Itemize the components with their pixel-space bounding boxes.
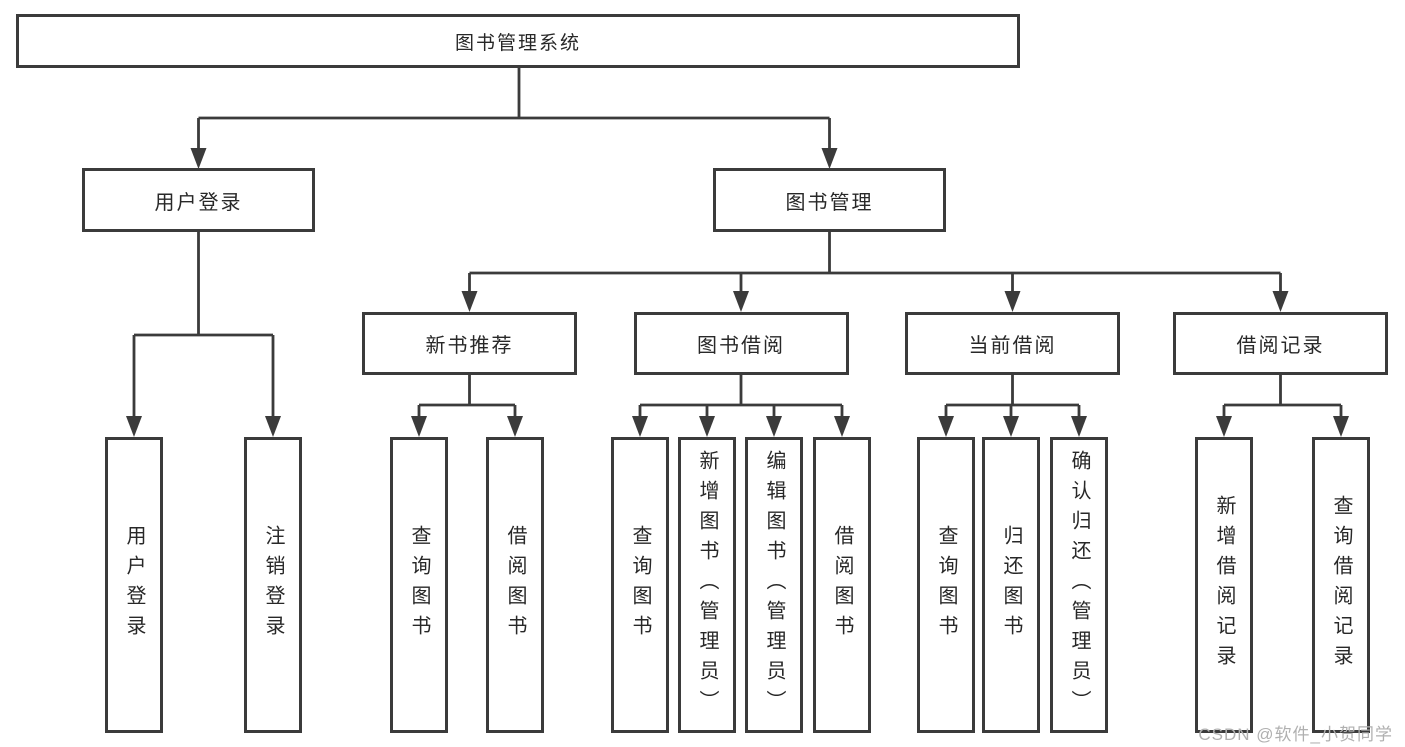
node-new-book-recommend: 新书推荐 xyxy=(362,312,577,375)
node-label: 查询借阅记录 xyxy=(1330,495,1352,675)
node-current-borrowing: 当前借阅 xyxy=(905,312,1120,375)
node-label: 图书管理 xyxy=(785,191,874,214)
leaf-borrow-books-borrowing: 借阅图书 xyxy=(813,437,871,733)
node-label: 归还图书 xyxy=(1000,525,1022,645)
leaf-query-books-recommend: 查询图书 xyxy=(390,437,448,733)
leaf-return-books: 归还图书 xyxy=(982,437,1040,733)
leaf-add-borrow-record: 新增借阅记录 xyxy=(1195,437,1253,733)
node-user-login: 用户登录 xyxy=(82,168,315,232)
leaf-query-borrow-record: 查询借阅记录 xyxy=(1312,437,1370,733)
node-label: 借阅图书 xyxy=(504,525,526,645)
node-label: 借阅记录 xyxy=(1236,335,1325,357)
leaf-confirm-return-admin: 确认归还（管理员） xyxy=(1050,437,1108,733)
leaf-edit-book-admin: 编辑图书（管理员） xyxy=(745,437,803,733)
node-label: 图书管理系统 xyxy=(454,32,581,54)
node-label: 借阅图书 xyxy=(831,525,853,645)
node-borrow-records: 借阅记录 xyxy=(1173,312,1388,375)
node-label: 确认归还（管理员） xyxy=(1068,450,1090,720)
node-label: 编辑图书（管理员） xyxy=(763,450,785,720)
leaf-query-books-current: 查询图书 xyxy=(917,437,975,733)
node-book-management: 图书管理 xyxy=(713,168,946,232)
leaf-logout: 注销登录 xyxy=(244,437,302,733)
node-label: 注销登录 xyxy=(262,525,284,645)
leaf-borrow-books-recommend: 借阅图书 xyxy=(486,437,544,733)
leaf-query-books-borrowing: 查询图书 xyxy=(611,437,669,733)
node-label: 用户登录 xyxy=(154,191,243,214)
node-label: 查询图书 xyxy=(935,525,957,645)
node-label: 新书推荐 xyxy=(425,335,514,357)
leaf-add-book-admin: 新增图书（管理员） xyxy=(678,437,736,733)
node-book-borrowing: 图书借阅 xyxy=(633,312,849,375)
node-label: 图书借阅 xyxy=(697,335,785,357)
leaf-user-login: 用户登录 xyxy=(105,437,163,733)
node-label: 新增借阅记录 xyxy=(1213,495,1235,675)
node-label: 查询图书 xyxy=(408,525,430,645)
node-label: 用户登录 xyxy=(123,525,145,645)
watermark: CSDN @软件_小贺同学 xyxy=(1198,725,1393,744)
node-label: 新增图书（管理员） xyxy=(696,450,718,720)
node-label: 当前借阅 xyxy=(968,335,1057,357)
node-label: 查询图书 xyxy=(629,525,651,645)
node-library-system: 图书管理系统 xyxy=(16,14,1020,68)
